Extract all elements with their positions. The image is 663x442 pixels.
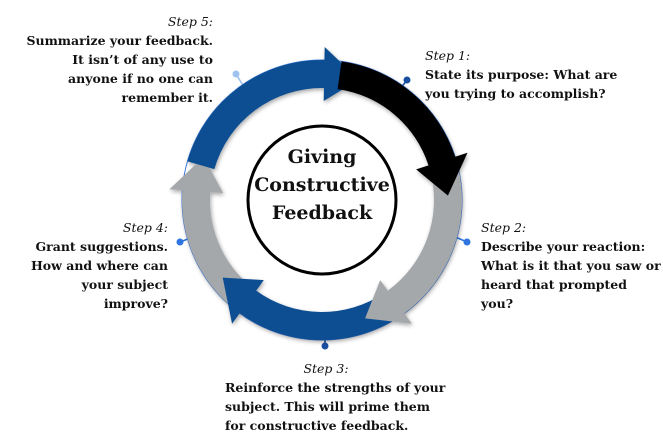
step-1-text: Step 1: State its purpose: What are you … <box>425 46 617 103</box>
step-4-label: Step 4: <box>122 220 168 235</box>
step-4-text: Step 4: Grant suggestions. How and where… <box>10 218 168 313</box>
step-5-label: Step 5: <box>167 14 213 29</box>
arrow-step-4 <box>169 156 260 317</box>
step-3-connector-dot <box>321 342 329 350</box>
arrow-step-2 <box>365 166 462 324</box>
step-2-label: Step 2: <box>481 220 527 235</box>
step-2-line-3: heard that prompted you? <box>481 277 628 311</box>
step-2-connector-dot <box>463 238 471 246</box>
step-3-label: Step 3: <box>303 361 349 376</box>
step-4-line-2: How and where can <box>30 258 168 273</box>
diagram-title: Giving Constructive Feedback <box>248 143 396 227</box>
step-5-line-3: anyone if no one can <box>68 71 213 86</box>
step-3-line-3: for constructive feedback. <box>225 418 409 433</box>
arrow-step-3 <box>222 277 401 340</box>
step-1-label: Step 1: <box>425 48 471 63</box>
step-3-line-2: subject. This will prime them <box>225 399 430 414</box>
step-4-line-1: Grant suggestions. <box>35 239 168 254</box>
step-2-line-2: What is it that you saw or <box>481 258 661 273</box>
step-3-line-1: Reinforce the strengths of your <box>225 380 446 395</box>
step-5-line-1: Summarize your feedback. <box>26 33 213 48</box>
step-5-line-4: remember it. <box>121 90 213 105</box>
arrow-step-1 <box>337 61 468 196</box>
step-4-connector-dot <box>176 238 184 246</box>
step-3-text: Step 3: Reinforce the strengths of your … <box>225 359 457 435</box>
step-4-line-4: improve? <box>103 296 168 311</box>
title-line-2: Constructive <box>254 174 390 196</box>
title-line-3: Feedback <box>271 202 373 224</box>
step-1-connector-dot <box>403 76 411 84</box>
step-2-line-1: Describe your reaction: <box>481 239 646 254</box>
step-1-line-1: State its purpose: What are <box>425 67 618 82</box>
step-4-line-3: your subject <box>81 277 168 292</box>
step-1-line-2: you trying to accomplish? <box>425 86 606 101</box>
step-2-text: Step 2: Describe your reaction: What is … <box>481 218 663 313</box>
step-5-text: Step 5: Summarize your feedback. It isn’… <box>10 12 213 107</box>
title-line-1: Giving <box>287 146 357 168</box>
arrow-step-5 <box>187 47 359 170</box>
step-5-connector-dot <box>232 70 240 78</box>
center-circle <box>246 124 398 276</box>
step-5-line-2: It isn’t of any use to <box>72 52 213 67</box>
